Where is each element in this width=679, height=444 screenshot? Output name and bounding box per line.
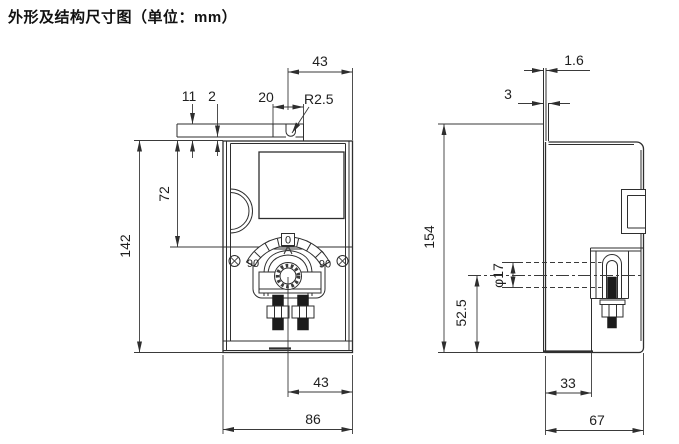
clamp-slot-outer <box>602 254 622 299</box>
position-knob <box>274 262 302 290</box>
clamp-nut <box>601 304 624 318</box>
dim-body-depth: 67 <box>589 412 605 428</box>
left-screw-icon <box>228 255 241 267</box>
dim-plate-gap: 2 <box>208 88 216 104</box>
dim-upper-height: 72 <box>156 186 172 202</box>
dim-total-height: 154 <box>421 225 437 249</box>
clamp-bolt-shaft <box>607 276 617 299</box>
dim-plate-top-thickness: 1.6 <box>564 52 584 68</box>
dim-body-width: 86 <box>305 411 321 427</box>
clamp-bolt-end <box>607 316 617 329</box>
dim-body-height: 142 <box>117 234 133 258</box>
side-view: 1.6 3 154 φ17 52.5 <box>421 52 646 435</box>
front-dimensions: 43 20 R2.5 11 2 72 <box>117 53 353 434</box>
knob-arch-inner <box>267 254 309 296</box>
dim-plate-fold-thickness: 3 <box>504 86 512 102</box>
front-bolts <box>266 294 315 331</box>
dim-shaft-diameter: φ17 <box>490 263 506 288</box>
drawing-title: 外形及结构尺寸图（单位：mm） <box>8 9 238 26</box>
display-window <box>258 151 345 220</box>
dial-zero-label: 0 <box>285 235 291 247</box>
side-body <box>543 141 646 354</box>
scale-ticks <box>254 238 322 259</box>
front-view: 0 90 90 <box>117 53 354 434</box>
side-bracket-plate <box>543 68 549 141</box>
terminal-box <box>621 189 646 234</box>
clamp-slot-inner <box>606 260 618 299</box>
dial-left-90-label: 90 <box>247 258 259 270</box>
scale-band <box>245 236 331 267</box>
right-screw-icon <box>336 255 349 267</box>
dial-right-90-label: 90 <box>319 259 331 271</box>
dim-shaft-center-depth: 33 <box>560 375 576 391</box>
shaft-clamp <box>590 247 643 329</box>
side-dimensions: 1.6 3 154 φ17 52.5 <box>421 52 644 435</box>
front-top-bracket <box>176 123 304 141</box>
side-notch-outer <box>230 188 253 234</box>
zero-box <box>281 233 295 246</box>
dim-top-half-width: 43 <box>312 53 328 69</box>
dim-shaft-center-height: 52.5 <box>453 299 469 326</box>
side-notch-inner <box>230 192 250 230</box>
dim-slot-radius: R2.5 <box>304 91 334 107</box>
clamp-washer <box>599 299 626 305</box>
dim-tab-width: 20 <box>258 89 274 105</box>
front-screws <box>228 255 349 267</box>
dim-bottom-half-width: 43 <box>313 374 329 390</box>
front-dial: 0 90 90 <box>245 233 331 299</box>
dim-bracket-offset: 11 <box>182 88 197 104</box>
